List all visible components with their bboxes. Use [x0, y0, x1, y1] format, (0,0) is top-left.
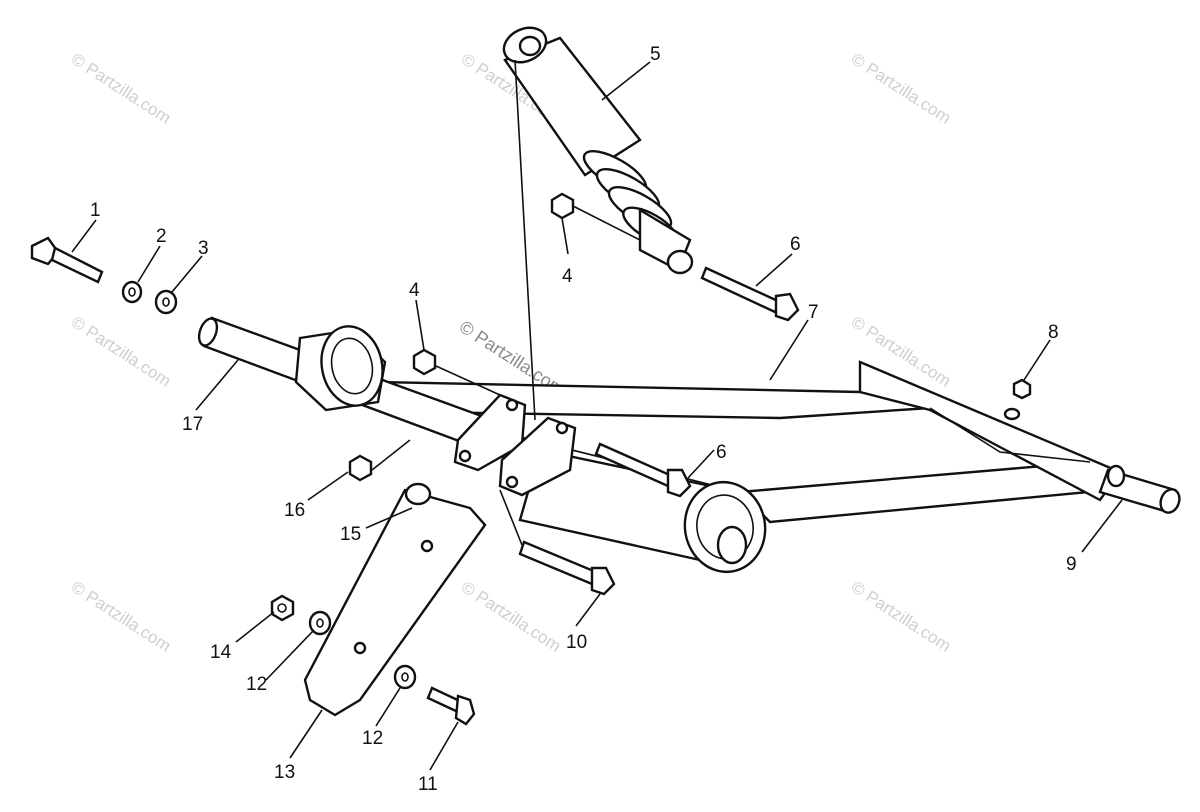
watermark: © Partzilla.com: [848, 577, 954, 655]
nut-4-upper: [550, 192, 641, 241]
part-label-5: 5: [650, 44, 661, 65]
part-label-16: 16: [284, 500, 305, 521]
watermark: © Partzilla.com: [68, 577, 174, 655]
leader-lines: [71, 61, 1123, 771]
part-label-3: 3: [198, 238, 209, 259]
bolt-1: [30, 236, 104, 284]
watermark-layer: © Partzilla.com © Partzilla.com © Partzi…: [68, 49, 954, 655]
washer-3: [154, 289, 178, 315]
washer-12-lower: [393, 664, 417, 690]
part-label-17: 17: [182, 414, 203, 435]
nut-8: [1003, 378, 1032, 421]
part-label-6: 6: [716, 442, 727, 463]
watermark: © Partzilla.com: [848, 49, 954, 127]
part-label-1: 1: [90, 200, 101, 221]
shock-absorber: [502, 26, 694, 421]
part-label-4: 4: [562, 266, 573, 287]
shock-mount-brackets: [453, 393, 577, 497]
part-label-7: 7: [808, 302, 819, 323]
part-label-9: 9: [1066, 554, 1077, 575]
watermark: © Partzilla.com: [458, 577, 564, 655]
part-label-15: 15: [340, 524, 361, 545]
part-label-13: 13: [274, 762, 295, 783]
bolt-11: [426, 686, 476, 726]
outer-shaft: [1098, 464, 1181, 514]
part-labels: 1 2 3 4 4 5 6 6 7 8 9 10 11 12 12 13 14 …: [90, 44, 1077, 795]
bolt-6-upper: [700, 266, 800, 322]
part-label-12: 12: [362, 728, 383, 749]
part-label-4: 4: [409, 280, 420, 301]
bolt-6-lower: [594, 442, 692, 498]
part-label-2: 2: [156, 226, 167, 247]
watermark: © Partzilla.com: [68, 49, 174, 127]
part-label-14: 14: [210, 642, 232, 663]
link-arm: [303, 482, 487, 717]
washer-2: [121, 280, 143, 304]
washer-12-upper: [308, 610, 332, 636]
part-label-6: 6: [790, 234, 801, 255]
pivot-bushing-left: [294, 325, 387, 412]
part-label-12: 12: [246, 674, 267, 695]
part-label-10: 10: [566, 632, 587, 653]
nut-16: [348, 439, 411, 482]
watermark: © Partzilla.com: [68, 312, 174, 390]
nut-14: [270, 594, 295, 622]
bolt-10: [499, 489, 616, 596]
part-label-8: 8: [1048, 322, 1059, 343]
part-label-11: 11: [418, 774, 438, 795]
